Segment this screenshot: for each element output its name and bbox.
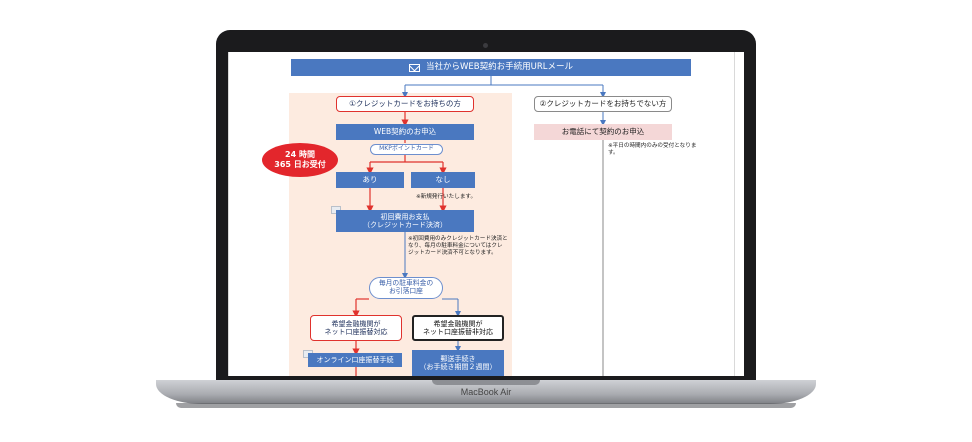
flow-connectors [352, 76, 606, 376]
mail-proc-line1: 郵送手続き [440, 354, 476, 363]
flow-title-text: 当社からWEB契約お手続用URLメール [426, 61, 573, 72]
laptop-base-shadow [176, 403, 796, 408]
laptop-brand-label: MacBook Air [460, 387, 512, 397]
initial-fee-line2: （クレジットカード決済） [363, 221, 447, 229]
online-transfer-procedure: オンライン口座振替手続 [308, 353, 402, 367]
flow-title-bar: 当社からWEB契約お手続用URLメール [291, 59, 691, 76]
mkp-point-card-label: MKPポイントカード [370, 144, 443, 155]
mail-procedure: 郵送手続き （お手続き期間２週間） [412, 350, 504, 376]
mail-icon [409, 63, 420, 72]
initial-fee-note: ※初回費用のみクレジットカード決済となり、毎月の駐車料金についてはクレジットカー… [408, 236, 508, 256]
document-left-edge [228, 52, 229, 376]
camera-dot [483, 43, 488, 48]
bank-online-line2: ネット口座振替対応 [324, 328, 388, 336]
initial-fee-payment-step: 初回費用お支払 （クレジットカード決済） [336, 210, 474, 232]
bank-online-supported: 希望金融機関が ネット口座振替対応 [310, 315, 402, 341]
phone-hours-note: ※平日の時間内のみの受付となります。 [608, 143, 697, 157]
branch-no-credit-card: ②クレジットカードをお持ちでない方 [534, 96, 672, 112]
badge-line1: 24 時間 [285, 150, 315, 160]
new-issue-note: ※新規発行いたします。 [416, 194, 477, 200]
bank-online-not-supported: 希望金融機関が ネット口座振替非対応 [412, 315, 504, 341]
monthly-line2: お引落口座 [389, 287, 423, 295]
bank-offline-line1: 希望金融機関が [433, 319, 483, 328]
laptop-base-notch [432, 380, 540, 385]
branch-has-credit-card: ①クレジットカードをお持ちの方 [336, 96, 474, 112]
badge-line2: 365 日お受付 [274, 160, 326, 169]
bank-offline-line2: ネット口座振替非対応 [423, 328, 493, 336]
card-no-step: なし [411, 172, 475, 188]
phone-apply-step: お電話にて契約のお申込 [534, 124, 672, 140]
monthly-line1: 毎月の駐車料金の [378, 279, 434, 288]
24-hour-badge: 24 時間 365 日お受付 [262, 143, 338, 177]
initial-fee-line1: 初回費用お支払 [380, 212, 430, 221]
mail-proc-line2: （お手続き期間２週間） [419, 363, 497, 371]
monthly-debit-account-label: 毎月の駐車料金の お引落口座 [369, 277, 443, 299]
document-right-edge [734, 52, 735, 376]
web-apply-step: WEB契約のお申込 [336, 124, 474, 140]
laptop-screen: 当社からWEB契約お手続用URLメール ①クレジットカードをお持ちの方 ②クレジ… [228, 52, 744, 376]
bank-online-line1: 希望金融機関が [331, 319, 381, 328]
card-yes-step: あり [336, 172, 404, 188]
